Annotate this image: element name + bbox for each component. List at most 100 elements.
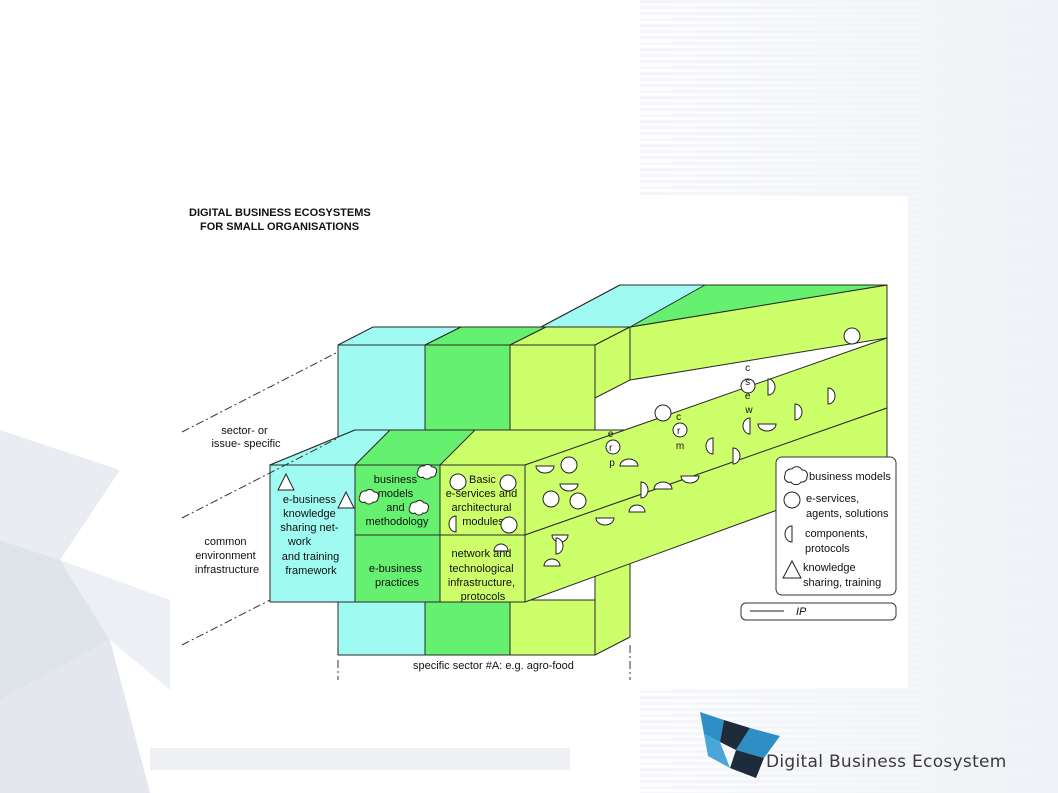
triangle-icon [277, 472, 295, 491]
diagram-title-line-1: DIGITAL BUSINESS ECOSYSTEMS [189, 207, 371, 219]
label-common-line: environment [195, 550, 256, 562]
cell-text-line: sharing net- [280, 522, 338, 534]
half-circle-icon [742, 417, 751, 435]
half-circle-icon [628, 504, 646, 513]
half-circle-icon [705, 437, 714, 455]
cloud-icon [358, 488, 380, 505]
letter: s [745, 377, 750, 388]
triangle-icon [337, 490, 355, 509]
cell-business-models-text: business models and methodology [366, 474, 429, 528]
cell-text-line: and training [282, 551, 340, 563]
logo-facet [700, 712, 724, 742]
label-common-line: common [204, 536, 246, 548]
bottom-bar [150, 748, 570, 770]
letter: r [609, 443, 613, 454]
circle-icon [843, 327, 861, 345]
circle-icon [654, 404, 672, 422]
diagram-title-line-2: FOR SMALL ORGANISATIONS [200, 221, 360, 233]
label-sector-line: sector- or [221, 425, 268, 437]
cell-text-line: modules [462, 516, 504, 528]
cell-text-line: models [378, 488, 414, 500]
cell-network-text: network and technological infrastructure… [448, 548, 518, 603]
legend-box [775, 456, 897, 596]
cell-practices [354, 534, 441, 603]
half-circle-icon [757, 423, 777, 432]
legend-business-models: business models [809, 471, 891, 483]
cloud-icon [408, 499, 430, 516]
letter: c [745, 363, 750, 374]
cell-text-line: practices [375, 577, 420, 589]
legend-circle-icon [783, 491, 801, 509]
label-common-line: infrastructure [195, 564, 259, 576]
circle-icon [560, 456, 578, 474]
cell-services-text: Basic e-services and architectural modul… [446, 474, 521, 528]
half-circle-icon [653, 481, 673, 490]
legend-half-circle-icon [784, 525, 793, 543]
half-circle-icon [680, 475, 700, 484]
column-lower-cyan [337, 599, 426, 656]
half-circle-icon [493, 543, 509, 552]
cell-text-line: protocols [461, 591, 506, 603]
cell-text-line: and [386, 502, 404, 514]
label-crm: c r m [676, 412, 684, 452]
circle-icon [499, 474, 517, 492]
label-common: common environment infrastructure [195, 536, 259, 576]
column-lower-lime [509, 599, 596, 656]
half-circle-icon [595, 517, 615, 526]
cell-text-line: methodology [366, 516, 429, 528]
legend-line: components, [805, 528, 868, 540]
logo-facet [704, 734, 730, 768]
legend-ip-box [740, 602, 897, 621]
cell-text-line: knowledge [283, 508, 336, 520]
cell-text-line: infrastructure, [448, 577, 515, 589]
half-circle-icon [767, 378, 776, 396]
cell-text-line: e-business [369, 563, 423, 575]
logo-facet [736, 728, 780, 758]
half-circle-icon [732, 447, 741, 465]
circle-icon [740, 378, 756, 394]
label-specific-sector: specific sector #A: e.g. agro-food [413, 660, 574, 672]
cell-text-line: Basic [469, 474, 496, 486]
label-sector-line: issue- specific [211, 438, 281, 450]
cell-network [439, 534, 526, 603]
circle-icon [449, 473, 467, 491]
half-circle-icon [619, 458, 639, 467]
half-circle-icon [448, 515, 457, 533]
logo-icon [700, 712, 780, 778]
half-circle-icon [794, 403, 803, 421]
label-erp: e r p [608, 429, 616, 469]
half-circle-icon [555, 537, 564, 555]
cell-text-line: architectural [452, 502, 512, 514]
circle-icon [500, 516, 518, 534]
column-lower-green [424, 599, 511, 656]
cell-practices-text: e-business practices [369, 563, 425, 589]
half-circle-icon [535, 465, 555, 474]
guide-line-bottom [181, 599, 271, 646]
brand-name: Digital Business Ecosystem [766, 752, 1007, 772]
logo-facet [730, 750, 764, 778]
legend-line: protocols [805, 543, 850, 555]
guide-line-top [181, 351, 339, 433]
legend-cloud-icon [784, 466, 808, 486]
label-sector: sector- or issue- specific [211, 425, 281, 450]
cell-text-line: work [287, 536, 312, 548]
half-circle-icon [827, 387, 836, 405]
circle-icon [542, 490, 560, 508]
half-circle-icon [543, 558, 561, 567]
legend-services: e-services, agents, solutions [806, 493, 889, 520]
cell-text-line: framework [285, 565, 337, 577]
facet-shape [0, 430, 120, 560]
cell-text-line: business [374, 474, 418, 486]
legend-triangle-icon [782, 559, 802, 579]
letter: r [677, 426, 681, 437]
cloud-icon [416, 463, 438, 480]
legend-line: agents, solutions [806, 508, 889, 520]
legend-ip-label: IP [796, 606, 807, 618]
circle-icon [605, 439, 621, 455]
half-circle-icon [559, 483, 579, 492]
circle-icon [569, 492, 587, 510]
circle-icon [672, 422, 688, 438]
legend-line: knowledge [803, 562, 856, 574]
legend-line: sharing, training [803, 577, 881, 589]
